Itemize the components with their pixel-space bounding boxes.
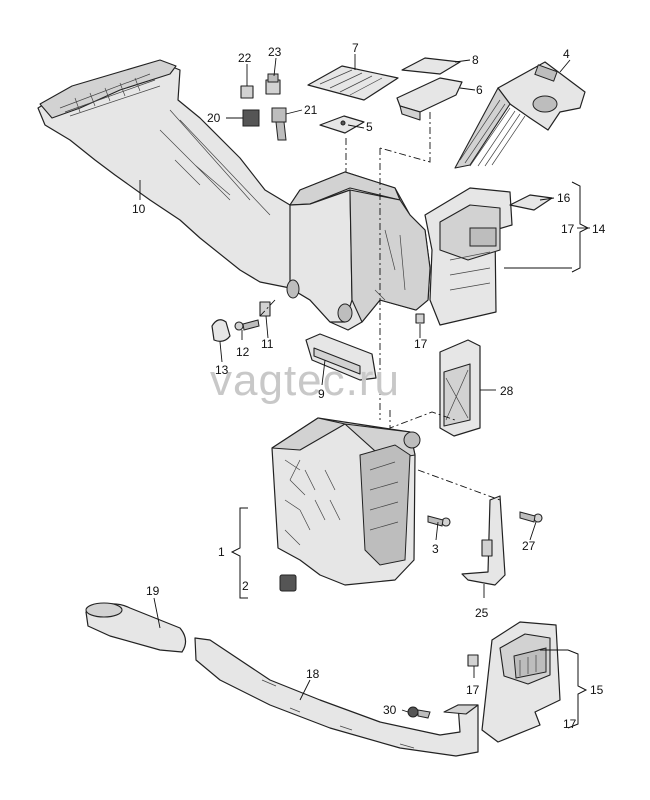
callout-30: 30	[383, 703, 397, 717]
part-30-screw	[407, 706, 431, 719]
callout-27: 27	[522, 539, 536, 553]
part-5-bracket	[319, 115, 365, 134]
part-13-cap	[211, 319, 231, 342]
part-28-side-panel	[439, 339, 481, 437]
part-17-clip-upper	[415, 313, 425, 324]
part-21-socket	[271, 107, 287, 141]
callout-8: 8	[472, 53, 479, 67]
callout-numbers: 22 23 20 21 7 8 4 6 5 10 16 17 14 13 12 …	[132, 41, 606, 731]
callout-25: 25	[475, 606, 489, 620]
part-16-mat	[509, 194, 553, 211]
part-15-rear-vent	[481, 621, 561, 743]
callout-6: 6	[476, 83, 483, 97]
part-27-screw	[519, 511, 543, 523]
part-9-bracket	[305, 333, 377, 381]
callout-5: 5	[366, 120, 373, 134]
part-6-tray	[396, 77, 463, 121]
watermark-text: vagtec.ru	[210, 356, 400, 405]
part-12-screw	[234, 319, 260, 331]
callout-10: 10	[132, 202, 146, 216]
callout-17-mid: 17	[414, 337, 428, 351]
part-14-rear-panel	[424, 187, 513, 326]
callout-13: 13	[215, 363, 229, 377]
part-18-long-duct	[194, 637, 479, 757]
callout-17-top: 17	[561, 222, 575, 236]
part-10-center-console	[37, 59, 431, 331]
part-1-frame	[271, 417, 421, 586]
callout-22: 22	[238, 51, 252, 65]
callout-9: 9	[318, 387, 325, 401]
part-8-mat	[401, 57, 461, 75]
callout-2: 2	[242, 579, 249, 593]
callout-3: 3	[432, 542, 439, 556]
callout-4: 4	[563, 47, 570, 61]
callout-17-low: 17	[466, 683, 480, 697]
part-23-switch	[265, 73, 281, 95]
callout-20: 20	[207, 111, 221, 125]
part-22-switch	[240, 85, 254, 99]
part-11-clip	[259, 301, 271, 317]
callout-16: 16	[557, 191, 571, 205]
part-20-switch	[242, 109, 260, 127]
callout-23: 23	[268, 45, 282, 59]
callout-7: 7	[352, 41, 359, 55]
callout-19: 19	[146, 584, 160, 598]
callout-1: 1	[218, 545, 225, 559]
callout-14: 14	[592, 222, 606, 236]
part-25-bracket	[461, 495, 506, 586]
braces	[230, 181, 590, 729]
callout-21: 21	[304, 103, 318, 117]
callout-11: 11	[261, 337, 274, 351]
assembly-lines	[259, 112, 501, 501]
part-2-pad	[279, 574, 297, 592]
part-17-clip-lower	[467, 654, 479, 667]
part-19-air-duct	[85, 602, 187, 653]
callout-28: 28	[500, 384, 514, 398]
part-7-mat	[307, 65, 399, 101]
part-3-screw	[427, 515, 451, 527]
callout-12: 12	[236, 345, 250, 359]
callout-18: 18	[306, 667, 320, 681]
part-4-upper-rear-trim	[454, 61, 586, 169]
callout-17-bottom: 17	[563, 717, 577, 731]
callout-15: 15	[590, 683, 604, 697]
